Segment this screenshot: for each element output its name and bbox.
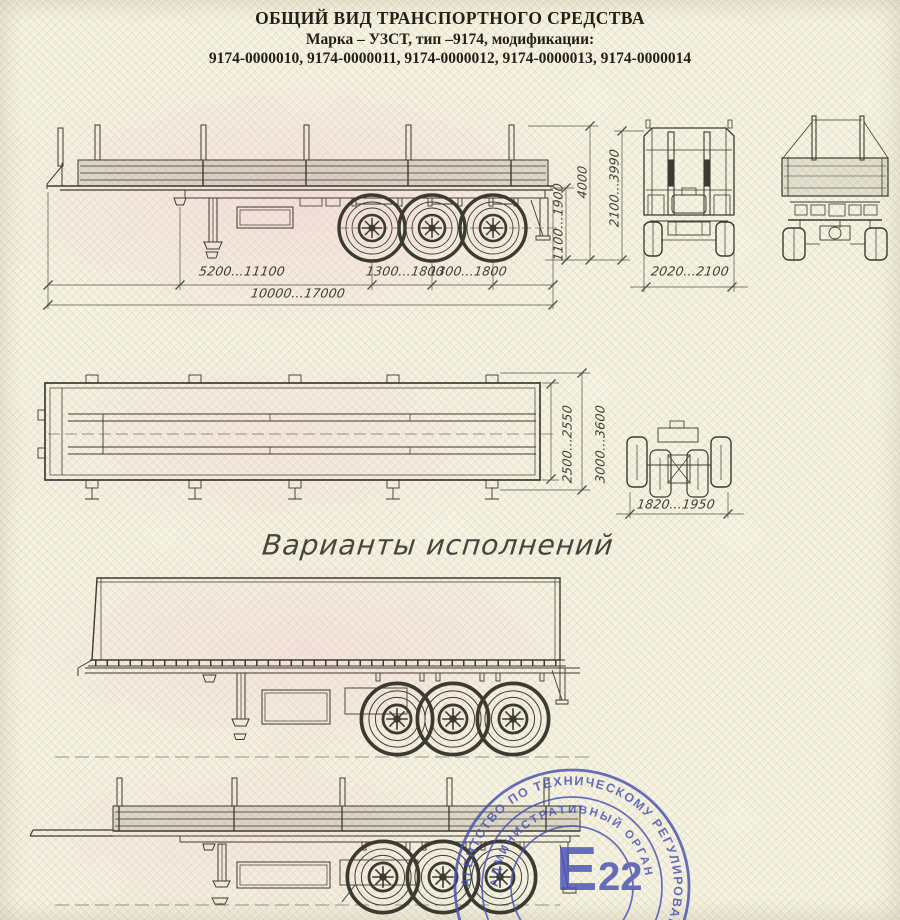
dim-platform-width: 2500...2550 <box>559 404 575 484</box>
stamp-mark-number: 22 <box>598 855 643 899</box>
plan-view-drawing <box>37 374 556 500</box>
doc-header: ОБЩИЙ ВИД ТРАНСПОРТНОГО СРЕДСТВА Марка –… <box>0 8 900 68</box>
rear-view-platform-drawing <box>781 115 889 261</box>
side-view-drawing <box>46 124 562 263</box>
document-title: ОБЩИЙ ВИД ТРАНСПОРТНОГО СРЕДСТВА <box>255 8 645 28</box>
dim-kingpin-to-first-axle: 5200...11100 <box>197 263 287 279</box>
side-view-dimension-ticks <box>42 120 628 311</box>
stamp-mark-letter: Е <box>556 835 597 904</box>
variants-title: Варианты исполнений <box>260 528 616 562</box>
dim-deck-height: 1100...1900 <box>550 182 566 262</box>
variant-platform-drawing <box>29 777 581 915</box>
dim-overall-length: 10000...17000 <box>249 285 347 301</box>
variant-tilt-drawing <box>55 577 590 758</box>
dim-overall-width: 3000...3600 <box>592 404 608 484</box>
document-subtitle: Марка – УЗСТ, тип –9174, модификации: <box>305 31 595 48</box>
dim-rear-body-width: 2020...2100 <box>650 263 730 279</box>
dim-max-height: 4000 <box>574 164 590 200</box>
rear-view-body-drawing <box>643 119 735 257</box>
dim-axle-spacing-2: 1300...1800 <box>428 263 508 279</box>
rear-view-dimension-lines <box>630 224 748 292</box>
bogie-view-drawing <box>626 420 732 498</box>
approval-stamp: АГЕНТСТВО ПО ТЕХНИЧЕСКОМУ РЕГУЛИРОВАНИЮ … <box>453 768 691 920</box>
dim-body-height: 2100...3990 <box>606 148 622 228</box>
side-view-dimension-lines <box>47 125 644 309</box>
dim-bogie-track: 1820...1950 <box>636 496 716 512</box>
plan-view-dimension-lines <box>500 372 590 491</box>
document-modifications: 9174-0000010, 9174-0000011, 9174-0000012… <box>208 50 692 67</box>
